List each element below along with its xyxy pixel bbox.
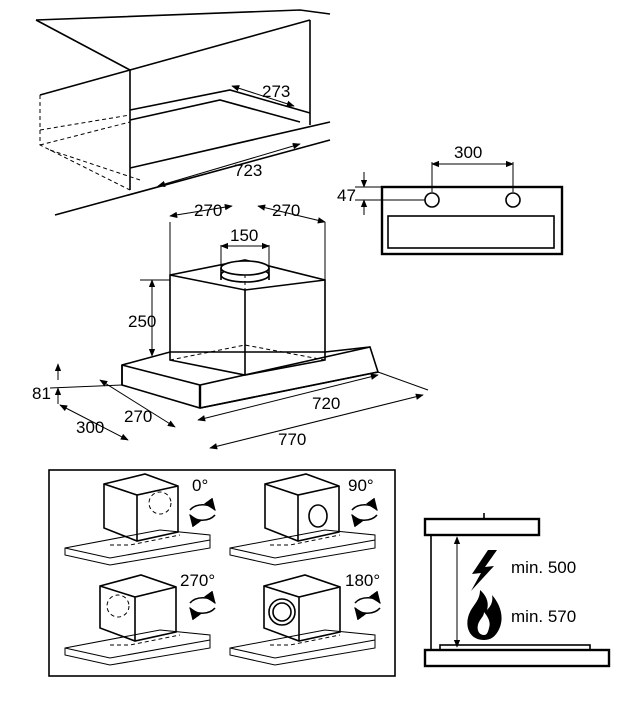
hood-width-inner-label: 720 bbox=[312, 394, 340, 413]
cabinet-width-label: 723 bbox=[234, 161, 262, 180]
hood-duct-label: 150 bbox=[230, 226, 258, 245]
rear-hole-spacing-label: 300 bbox=[454, 143, 482, 162]
hood-front-height-label: 81 bbox=[32, 384, 51, 403]
lightning-icon bbox=[471, 550, 497, 591]
rotation-cell-90 bbox=[229, 473, 376, 566]
cabinet-cutout-drawing bbox=[35, 9, 331, 216]
hood-depth-inner-label: 270 bbox=[124, 407, 152, 426]
rotate-arrows-icon bbox=[189, 497, 216, 528]
rotation-90-label: 90° bbox=[348, 476, 374, 495]
rotation-cell-270 bbox=[64, 574, 211, 666]
rotation-180-label: 180° bbox=[345, 571, 380, 590]
rear-hole-height-label: 47 bbox=[337, 186, 356, 205]
rotation-0-label: 0° bbox=[192, 476, 208, 495]
rotation-cell-180 bbox=[229, 574, 376, 666]
clearance-electric-label: min. 500 bbox=[511, 558, 576, 577]
rotation-270-label: 270° bbox=[180, 571, 215, 590]
hood-drawing bbox=[121, 222, 380, 409]
clearance-gas-label: min. 570 bbox=[511, 607, 576, 626]
rotation-panel bbox=[48, 469, 396, 677]
cabinet-depth-dimension: 273 bbox=[231, 82, 295, 107]
rotate-arrows-icon bbox=[354, 590, 381, 621]
cabinet-width-dimension: 723 bbox=[157, 142, 301, 188]
rotation-cell-0 bbox=[64, 473, 211, 566]
hood-width-outer-label: 770 bbox=[278, 430, 306, 449]
hood-height-label: 250 bbox=[128, 312, 156, 331]
cabinet-depth-label: 273 bbox=[262, 82, 290, 101]
rotate-arrows-icon bbox=[189, 590, 216, 621]
hood-right-offset-label: 270 bbox=[272, 201, 300, 220]
hood-left-offset-label: 270 bbox=[194, 201, 222, 220]
flame-icon bbox=[467, 590, 502, 640]
rear-view-drawing bbox=[355, 160, 564, 256]
rotate-arrows-icon bbox=[351, 497, 378, 528]
hood-depth-outer-label: 300 bbox=[76, 418, 104, 437]
clearance-drawing bbox=[423, 513, 611, 668]
